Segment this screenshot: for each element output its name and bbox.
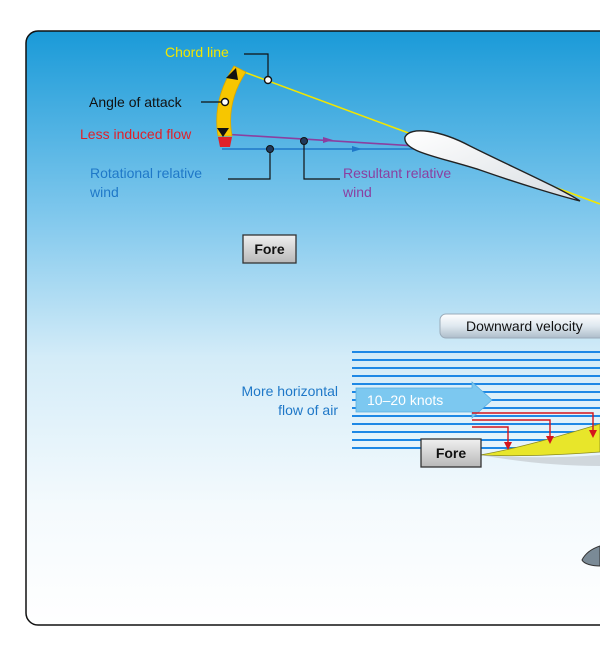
- chord-callout: [244, 53, 269, 78]
- fore-box-top: [242, 234, 297, 264]
- resultant-arrow-icon: [323, 137, 333, 143]
- resultant-wind-label-2: wind: [342, 184, 372, 200]
- down-arrow-1-icon: [504, 442, 512, 450]
- aircraft-icon: [581, 545, 600, 567]
- less-induced-flow-label: Less induced flow: [80, 126, 192, 142]
- downward-arrows: [472, 412, 594, 446]
- angle-of-attack-label: Angle of attack: [89, 94, 183, 110]
- angle-arrow-down-icon: [217, 128, 229, 137]
- angle-arrow-up-icon: [226, 68, 238, 80]
- speed-label: 10–20 knots: [367, 392, 443, 408]
- horizontal-flow-label-1: More horizontal: [242, 383, 339, 399]
- downward-velocity-label: Downward velocity: [466, 318, 583, 334]
- panel-background: [25, 30, 600, 626]
- rotational-callout: [228, 152, 271, 180]
- downward-velocity-pill: [439, 313, 600, 339]
- down-arrow-3-icon: [589, 430, 597, 438]
- horizontal-flow-label-2: flow of air: [278, 402, 338, 418]
- airfoil-icon: [404, 130, 581, 202]
- chord-line-label: Chord line: [165, 44, 229, 60]
- rotor-blade-shadow: [480, 455, 600, 466]
- down-arrow-2-icon: [546, 436, 554, 444]
- rotor-blade-icon: [479, 423, 600, 457]
- chord-callout-dot: [263, 75, 273, 85]
- rotational-arrow-icon: [352, 146, 362, 152]
- rotational-wind-label-1: Rotational relative: [90, 165, 202, 181]
- angle-of-attack-band: [216, 65, 247, 137]
- resultant-callout: [303, 144, 340, 180]
- fore-box-bottom: [420, 438, 482, 468]
- speed-arrow-icon: [355, 381, 493, 419]
- induced-flow-band: [218, 137, 232, 147]
- rotational-callout-dot: [266, 145, 274, 153]
- angle-callout-dot: [220, 97, 230, 107]
- fore-label-top: Fore: [254, 241, 285, 257]
- resultant-wind-label-1: Resultant relative: [343, 165, 451, 181]
- rotational-wind-label-2: wind: [89, 184, 119, 200]
- resultant-callout-dot: [300, 137, 308, 145]
- fore-label-bottom: Fore: [436, 445, 467, 461]
